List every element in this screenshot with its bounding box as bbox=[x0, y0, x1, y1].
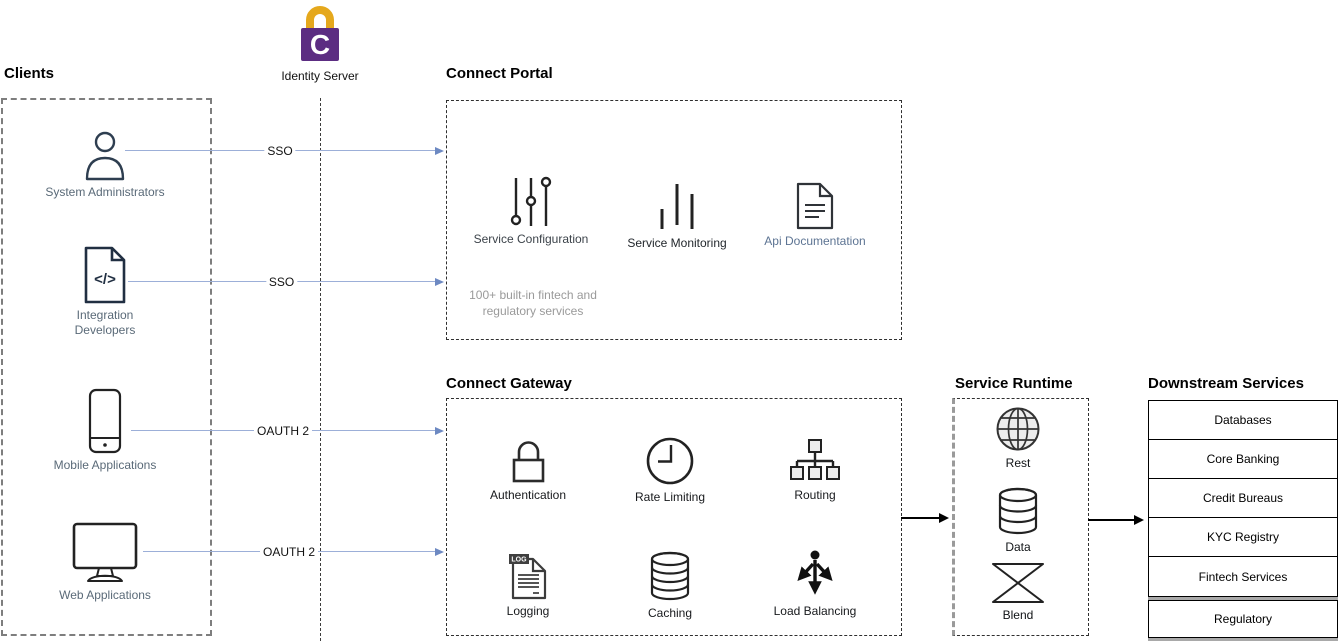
downstream-row: Core Banking bbox=[1149, 440, 1337, 479]
service-runtime-title: Service Runtime bbox=[955, 375, 1073, 392]
globe-icon bbox=[996, 407, 1040, 451]
monitor-icon bbox=[72, 522, 138, 582]
arrow-oauth-mobile-to-gateway: OAUTH 2 bbox=[131, 424, 444, 438]
runtime-rest: Rest bbox=[968, 406, 1068, 471]
stack-shadow bbox=[1148, 638, 1338, 641]
arrow-label: OAUTH 2 bbox=[259, 545, 319, 559]
arrow-sso-admins-to-portal: SSO bbox=[125, 144, 444, 158]
client-integration-developers: </> Integration Developers bbox=[45, 246, 165, 337]
arrow-runtime-to-downstream bbox=[1088, 515, 1144, 525]
lock-icon bbox=[512, 441, 545, 483]
bowtie-icon bbox=[992, 563, 1044, 603]
portal-service-monitoring: Service Monitoring bbox=[612, 182, 742, 251]
downstream-services-title: Downstream Services bbox=[1148, 375, 1304, 392]
gateway-item-label: Authentication bbox=[489, 488, 567, 502]
portal-note: 100+ built-in fintech and regulatory ser… bbox=[469, 288, 597, 319]
identity-server-lifeline bbox=[320, 98, 321, 641]
database-icon bbox=[998, 487, 1038, 535]
gateway-caching: Caching bbox=[600, 550, 740, 621]
downstream-row: KYC Registry bbox=[1149, 518, 1337, 557]
downstream-services-table: Databases Core Banking Credit Bureaus KY… bbox=[1148, 400, 1338, 641]
client-system-administrators: System Administrators bbox=[45, 131, 165, 200]
arrow-label: SSO bbox=[265, 275, 298, 289]
gateway-rate-limiting: Rate Limiting bbox=[600, 436, 740, 505]
identity-monogram: C bbox=[310, 29, 330, 60]
connect-gateway-title: Connect Gateway bbox=[446, 375, 572, 392]
gateway-item-label: Routing bbox=[794, 488, 836, 502]
downstream-stack: Databases Core Banking Credit Bureaus KY… bbox=[1148, 400, 1338, 597]
client-label: Integration Developers bbox=[74, 308, 136, 337]
sliders-icon bbox=[510, 176, 552, 226]
runtime-data: Data bbox=[968, 486, 1068, 555]
arrow-sso-developers-to-portal: SSO bbox=[128, 275, 444, 289]
signal-bars-icon bbox=[660, 184, 694, 229]
document-icon bbox=[796, 182, 834, 230]
downstream-row: Databases bbox=[1149, 401, 1337, 440]
database-icon bbox=[650, 551, 690, 601]
arrow-gateway-to-runtime bbox=[901, 513, 949, 523]
client-web-applications: Web Applications bbox=[45, 522, 165, 603]
portal-item-label: Service Configuration bbox=[473, 232, 589, 246]
smartphone-icon bbox=[88, 388, 122, 454]
connect-portal-title: Connect Portal bbox=[446, 65, 553, 82]
portal-api-documentation: Api Documentation bbox=[750, 182, 880, 249]
runtime-item-label: Rest bbox=[1005, 456, 1031, 470]
connect-portal-zone-frame bbox=[446, 100, 902, 340]
client-label: System Administrators bbox=[45, 185, 165, 199]
client-label: Mobile Applications bbox=[53, 458, 157, 472]
portal-item-label: Api Documentation bbox=[764, 234, 866, 248]
identity-server-label: Identity Server bbox=[281, 69, 359, 83]
downstream-row: Regulatory bbox=[1148, 600, 1338, 638]
gateway-item-label: Caching bbox=[647, 606, 693, 620]
arrow-label: OAUTH 2 bbox=[253, 424, 313, 438]
gateway-item-label: Logging bbox=[506, 604, 550, 618]
log-badge-text: LOG bbox=[511, 557, 527, 564]
gateway-load-balancing: Load Balancing bbox=[745, 550, 885, 619]
clients-zone-frame bbox=[1, 98, 212, 636]
arrow-label: SSO bbox=[264, 144, 296, 158]
branch-arrows-icon bbox=[797, 550, 833, 595]
gateway-item-label: Load Balancing bbox=[773, 604, 857, 618]
downstream-row: Fintech Services bbox=[1149, 557, 1337, 596]
service-runtime-zone-frame bbox=[952, 398, 1089, 636]
person-icon bbox=[85, 131, 125, 181]
gateway-logging: LOG Logging bbox=[458, 552, 598, 619]
runtime-blend: Blend bbox=[968, 562, 1068, 623]
gateway-routing: Routing bbox=[745, 438, 885, 503]
arrow-oauth-web-to-gateway: OAUTH 2 bbox=[143, 545, 444, 559]
portal-item-label: Service Monitoring bbox=[627, 236, 727, 250]
client-label: Web Applications bbox=[59, 588, 151, 602]
clients-title: Clients bbox=[4, 65, 55, 82]
runtime-item-label: Blend bbox=[1002, 608, 1034, 622]
portal-service-configuration: Service Configuration bbox=[466, 176, 596, 247]
gateway-authentication: Authentication bbox=[458, 438, 598, 503]
code-file-icon: </> bbox=[84, 246, 126, 304]
stack-shadow bbox=[1148, 597, 1338, 600]
identity-lock-icon: C bbox=[301, 6, 339, 61]
clock-icon bbox=[646, 437, 694, 485]
identity-server-node: C bbox=[294, 4, 346, 62]
code-glyph: </> bbox=[94, 271, 116, 288]
log-file-icon: LOG bbox=[509, 554, 547, 600]
gateway-item-label: Rate Limiting bbox=[634, 490, 706, 504]
tree-icon bbox=[790, 439, 840, 480]
downstream-row: Credit Bureaus bbox=[1149, 479, 1337, 518]
runtime-item-label: Data bbox=[1005, 540, 1031, 554]
client-mobile-applications: Mobile Applications bbox=[45, 388, 165, 473]
